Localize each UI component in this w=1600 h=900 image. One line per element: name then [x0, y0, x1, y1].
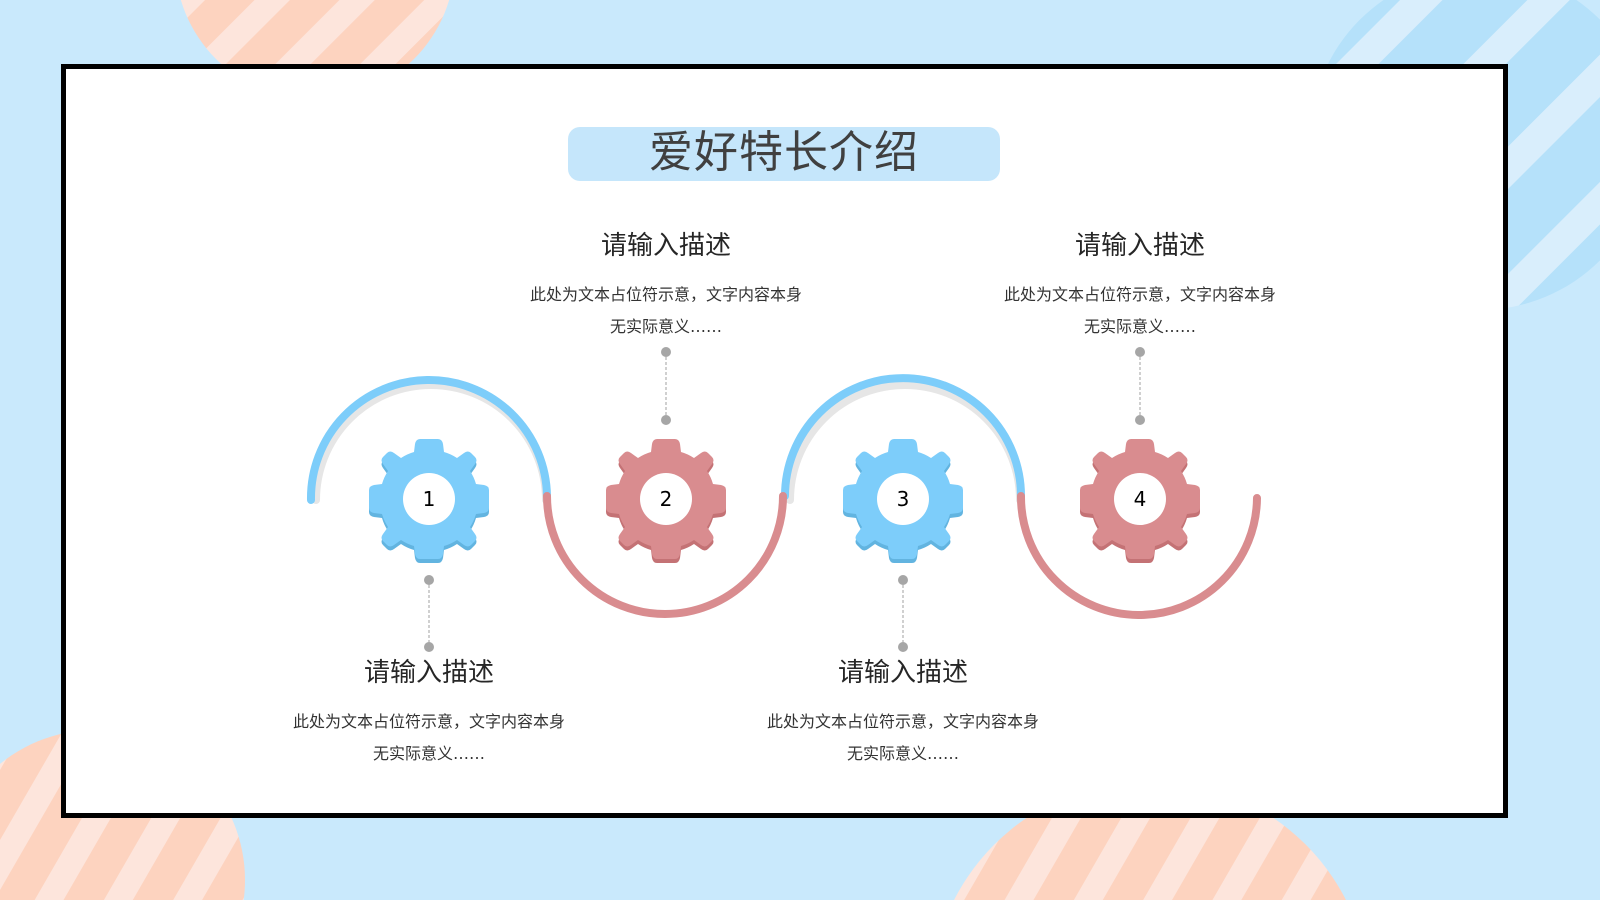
step-heading[interactable]: 请输入描述	[600, 231, 731, 261]
gear-icon-3	[843, 439, 963, 563]
desc-line-2: 无实际意义……	[846, 744, 959, 763]
gear-icon-2	[606, 439, 726, 563]
connector-3	[898, 575, 908, 652]
connector-4	[1135, 347, 1145, 425]
desc-line-1: 此处为文本占位符示意，文字内容本身	[529, 285, 802, 304]
step-heading[interactable]: 请输入描述	[837, 658, 968, 688]
arc-2	[543, 492, 787, 618]
arc-4	[1016, 492, 1261, 619]
connector-1	[424, 575, 434, 652]
pink-arcs	[543, 492, 1261, 619]
step-heading[interactable]: 请输入描述	[363, 658, 494, 688]
desc-line-1: 此处为文本占位符示意，文字内容本身	[1003, 285, 1276, 304]
desc-line-1: 此处为文本占位符示意，文字内容本身	[766, 712, 1039, 731]
step-block-4: 请输入描述 此处为文本占位符示意，文字内容本身 无实际意义……	[970, 229, 1310, 343]
title-bar	[568, 127, 1000, 181]
desc-line-2: 无实际意义……	[609, 317, 722, 336]
connector-2	[661, 347, 671, 425]
gear-icon-4	[1080, 439, 1200, 563]
connectors	[424, 347, 1145, 652]
step-description[interactable]: 此处为文本占位符示意，文字内容本身 无实际意义……	[496, 279, 836, 343]
step-heading[interactable]: 请输入描述	[1074, 231, 1205, 261]
step-number-4: 4	[1133, 487, 1147, 511]
step-block-2: 请输入描述 此处为文本占位符示意，文字内容本身 无实际意义……	[496, 229, 836, 343]
arc-3	[781, 374, 1025, 500]
step-number-1: 1	[422, 487, 436, 511]
page-title: 爱好特长介绍	[649, 127, 919, 178]
blue-arcs	[306, 374, 1025, 504]
step-description[interactable]: 此处为文本占位符示意，文字内容本身 无实际意义……	[259, 706, 599, 770]
step-block-3: 请输入描述 此处为文本占位符示意，文字内容本身 无实际意义……	[733, 656, 1073, 770]
step-block-1: 请输入描述 此处为文本占位符示意，文字内容本身 无实际意义……	[259, 656, 599, 770]
desc-line-1: 此处为文本占位符示意，文字内容本身	[292, 712, 565, 731]
step-number-2: 2	[659, 487, 673, 511]
gear-icon-1	[369, 439, 489, 563]
step-description[interactable]: 此处为文本占位符示意，文字内容本身 无实际意义……	[733, 706, 1073, 770]
desc-line-2: 无实际意义……	[1083, 317, 1196, 336]
slide-frame	[61, 64, 1508, 818]
step-number-3: 3	[896, 487, 910, 511]
desc-line-2: 无实际意义……	[372, 744, 485, 763]
step-description[interactable]: 此处为文本占位符示意，文字内容本身 无实际意义……	[970, 279, 1310, 343]
arc-1	[306, 376, 551, 504]
